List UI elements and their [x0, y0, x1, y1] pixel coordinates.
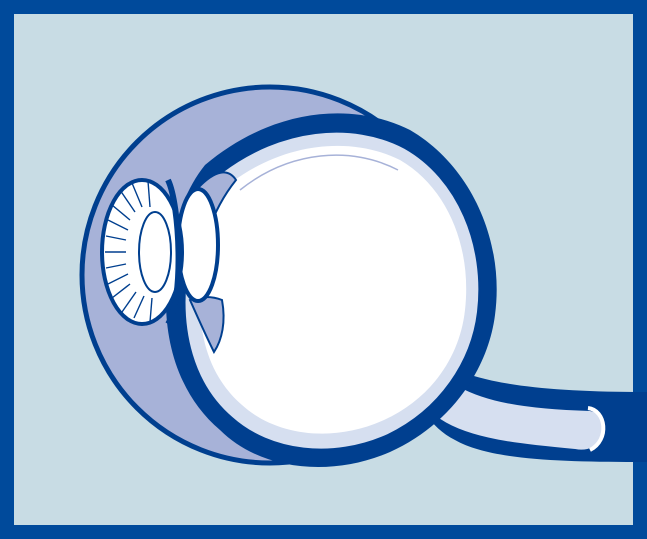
iris [102, 180, 182, 324]
vitreous-body [200, 146, 466, 434]
lens [178, 189, 218, 301]
